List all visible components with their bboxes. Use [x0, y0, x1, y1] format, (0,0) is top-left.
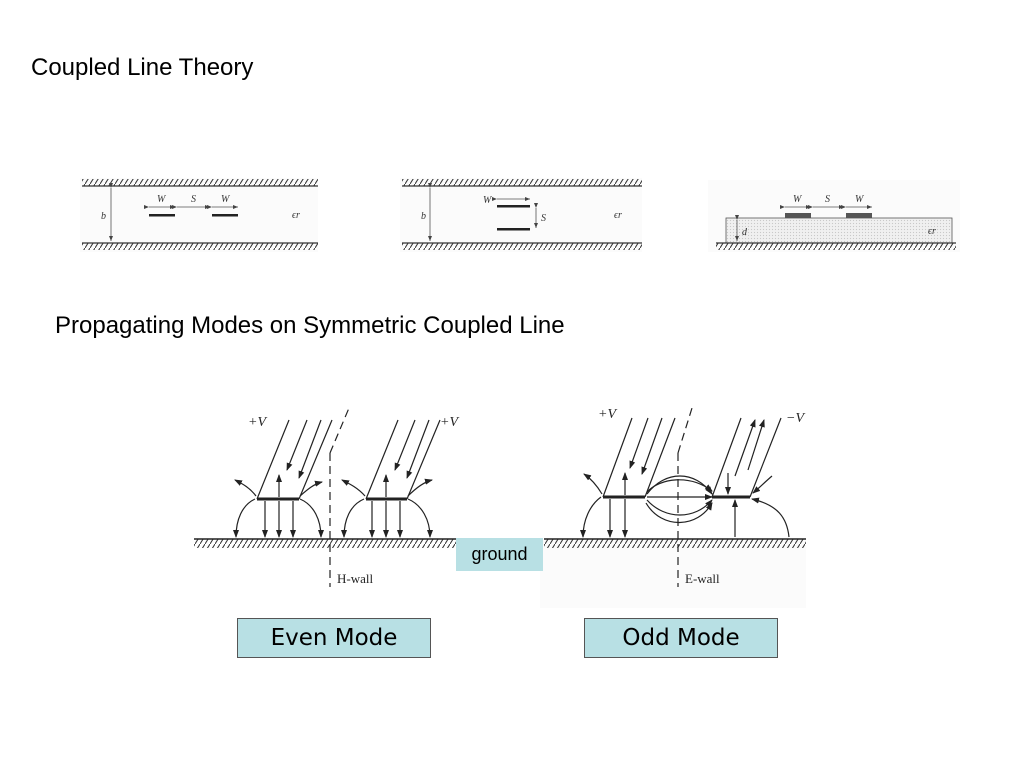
dim-w-label: W [157, 194, 167, 205]
dim-d-label: d [742, 227, 748, 238]
even-mode-field-figure [194, 407, 456, 587]
dim-w-label: W [793, 194, 803, 205]
ground-label: ground [456, 538, 543, 571]
upper-strip [497, 205, 530, 208]
stripline-edge-coupled-figure: b W S W ϵr [80, 178, 318, 252]
lower-strip [497, 228, 530, 231]
permittivity-label: ϵr [292, 210, 300, 221]
e-wall-label: E-wall [685, 571, 720, 586]
dim-w-label: W [855, 194, 865, 205]
permittivity-label: ϵr [928, 226, 936, 237]
right-strip [846, 213, 872, 218]
microstrip-coupled-figure: W S W d ϵr [708, 180, 960, 252]
odd-left-voltage-label: +V [598, 407, 617, 422]
odd-mode-field-figure [540, 407, 806, 608]
dim-w-label: W [483, 195, 493, 206]
section-heading: Propagating Modes on Symmetric Coupled L… [55, 312, 565, 339]
left-strip [149, 214, 175, 217]
left-strip [785, 213, 811, 218]
stripline-broadside-coupled-figure: b W S ϵr [400, 178, 642, 252]
permittivity-label: ϵr [614, 210, 622, 221]
h-wall-label: H-wall [337, 571, 373, 586]
odd-right-voltage-label: −V [786, 411, 805, 426]
dim-b-label: b [101, 211, 106, 222]
odd-mode-label: Odd Mode [584, 618, 778, 658]
dim-s-label: S [825, 194, 830, 205]
dim-w-label: W [221, 194, 231, 205]
dim-s-label: S [541, 213, 546, 224]
dim-b-label: b [421, 211, 426, 222]
even-right-voltage-label: +V [440, 415, 459, 430]
even-left-voltage-label: +V [248, 415, 267, 430]
dim-s-label: S [191, 194, 196, 205]
even-mode-label: Even Mode [237, 618, 431, 658]
slide-title: Coupled Line Theory [31, 54, 254, 81]
right-strip [212, 214, 238, 217]
